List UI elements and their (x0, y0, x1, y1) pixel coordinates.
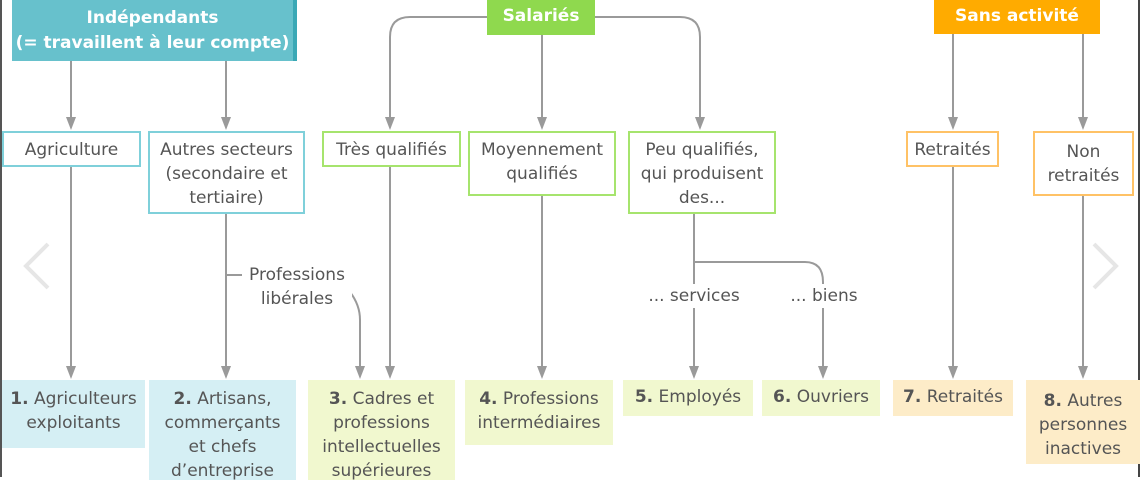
non-retraites-box: Non retraités (1033, 131, 1134, 196)
category-label: Autres personnes inactives (1038, 391, 1128, 459)
category-8: 8. Autres personnes inactives (1026, 380, 1140, 464)
category-label: Retraités (926, 387, 1003, 407)
category-5: 5. Employés (623, 380, 753, 416)
category-label: Professions intermédiaires (477, 389, 601, 433)
autres-secteurs-box: Autres secteurs (secondaire et tertiaire… (148, 131, 305, 214)
retraites-box: Retraités (906, 131, 999, 167)
biens-label: ... biens (786, 284, 862, 308)
salaries-header: Salariés (487, 0, 595, 35)
category-2: 2. Artisans, commerçants et chefs d’entr… (149, 380, 296, 481)
category-number: 8. (1043, 391, 1062, 411)
services-label: ... services (644, 284, 744, 308)
chevron-left-icon[interactable] (18, 240, 54, 292)
moyennement-qualifies-box: Moyennement qualifiés (468, 131, 616, 196)
category-number: 7. (903, 387, 922, 407)
category-7: 7. Retraités (893, 380, 1013, 416)
category-3: 3. Cadres et professions intellectuelles… (308, 380, 455, 481)
chevron-right-icon[interactable] (1088, 240, 1124, 292)
category-6: 6. Ouvriers (762, 380, 880, 416)
category-1: 1. Agriculteurs exploitants (2, 380, 145, 448)
sans-activite-header: Sans activité (934, 0, 1100, 34)
category-4: 4. Professions intermédiaires (465, 380, 613, 445)
category-label: Artisans, commerçants et chefs d’entrepr… (164, 389, 281, 481)
independants-header: Indépendants (= travaillent à leur compt… (12, 0, 297, 61)
category-number: 2. (173, 389, 192, 409)
tres-qualifies-box: Très qualifiés (322, 131, 461, 167)
category-label: Agriculteurs exploitants (26, 389, 137, 433)
category-number: 4. (479, 389, 498, 409)
category-number: 5. (634, 387, 654, 407)
category-label: Employés (658, 387, 742, 407)
agriculture-box: Agriculture (2, 131, 141, 167)
professions-liberales-label: Professions libérales (242, 263, 352, 311)
category-number: 3. (328, 389, 348, 409)
category-label: Ouvriers (796, 387, 869, 407)
peu-qualifies-box: Peu qualifiés, qui produisent des... (628, 131, 776, 214)
category-number: 6. (773, 387, 792, 407)
category-number: 1. (10, 389, 29, 409)
category-label: Cadres et professions intellectuelles su… (322, 389, 441, 481)
